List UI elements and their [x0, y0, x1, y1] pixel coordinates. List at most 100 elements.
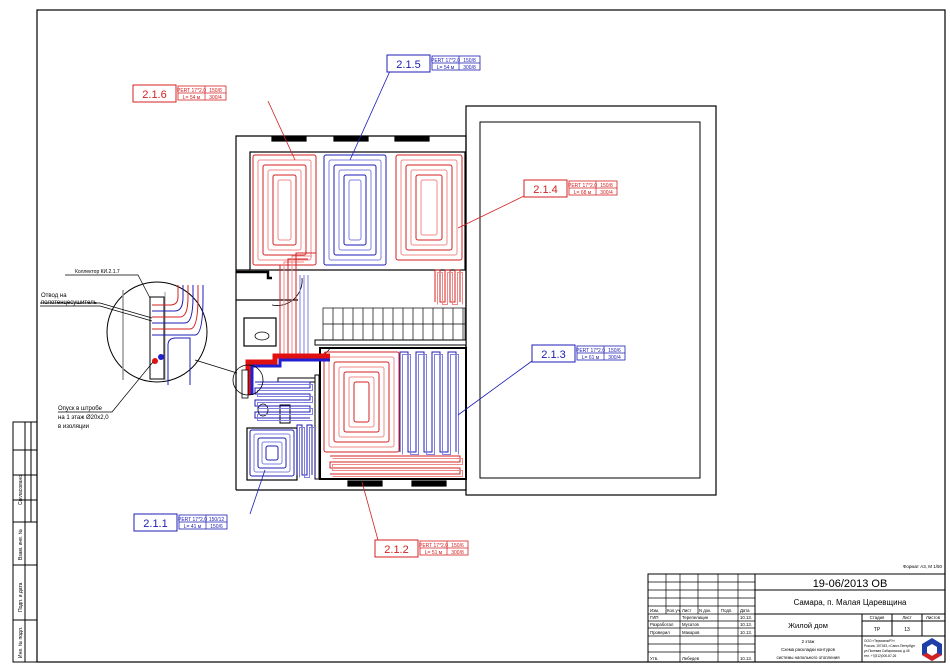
loop-id: 2.1.1 — [143, 518, 167, 530]
name: Макаров — [682, 630, 700, 635]
feed-lines — [279, 252, 316, 356]
loop-pipe: PERT 17*2,0 — [431, 58, 460, 64]
date: 10.13. — [740, 622, 752, 627]
leader-line — [361, 481, 379, 541]
object-name: Жилой дом — [788, 621, 828, 630]
title-block — [647, 573, 946, 663]
col-header: Дата — [740, 608, 750, 613]
loop-spec-1: 150/8 — [209, 88, 222, 94]
format-note: Формат А3, М 1/50 — [903, 564, 942, 569]
collector-label: Коллектор КИ.2.1.7 — [75, 269, 120, 275]
role: Проверил — [650, 630, 670, 635]
sheet-title-3: системы напольного отопления — [776, 655, 840, 660]
loop-spec-2: 300/4 — [600, 190, 613, 196]
loop-pipe: PERT 17*2,0 — [419, 543, 448, 549]
side-stamp — [12, 421, 38, 663]
loop-length: L= 54 м — [437, 65, 455, 71]
project-location: Самара, п. Малая Царевщина — [794, 598, 907, 607]
company-line: ООО «ТермоинжРУ» — [864, 639, 895, 643]
col-header: Лист — [682, 608, 691, 613]
date: 10.13. — [740, 630, 752, 635]
side-stamp-sign-date: Подп. и дата — [18, 582, 24, 612]
leader-line — [249, 469, 266, 515]
loop-pipe: PERT 17*2,0 — [568, 183, 597, 189]
loop-2-1-1-corridor — [254, 381, 313, 421]
riser-label-1: Опуск в штробе — [58, 406, 103, 412]
loop-2-1-2-pipes — [323, 351, 400, 453]
side-stamp-inv-no: Инв. № подл. — [18, 627, 24, 658]
loop-2-1-4-pipes — [395, 154, 463, 261]
loop-spec-2: 300/8 — [451, 550, 464, 556]
date: 10.13. — [740, 615, 752, 620]
sheet-title-1: 2 этаж — [802, 639, 815, 644]
loop-pipe: PERT 17*2,0 — [576, 348, 605, 354]
loop-2-1-1-corridor-2 — [296, 424, 315, 478]
detail-circle — [232, 364, 264, 396]
riser-label-3: в изоляции — [58, 424, 89, 430]
loop-length: L= 61 м — [582, 355, 600, 361]
sheet-value: 13 — [904, 627, 910, 633]
sheet-border — [36, 9, 946, 663]
col-header: Кол.уч. — [667, 608, 681, 613]
company-line: ул.Полевая Сабировская, д.45 — [864, 649, 910, 653]
loop-spec-2: 300/4 — [209, 95, 222, 101]
loop-spec-2: 300/8 — [463, 65, 476, 71]
role: Утв. — [650, 656, 658, 661]
stage-value: ТР — [874, 627, 881, 633]
loop-pipe: PERT 17*2,0 — [178, 517, 207, 523]
loop-length: L= 68 м — [574, 190, 592, 196]
col-header: N док. — [699, 608, 711, 613]
company-line: Россия, 197183, г.Санкт-Петербург — [864, 644, 916, 648]
manifold-collector — [232, 353, 330, 399]
stage-label: Стадия — [870, 615, 885, 620]
loop-spec-1: 150/6 — [451, 543, 464, 549]
adjacent-building-outer — [465, 105, 717, 496]
loop-length: L= 54 м — [183, 95, 201, 101]
project-code: 19-06/2013 OB — [813, 578, 888, 590]
title-block-text: Изм. Кол.уч. Лист N док. Подп. Дата ГИП … — [650, 578, 941, 661]
loop-spec-1: 150/12 — [209, 517, 225, 523]
loop-id: 2.1.2 — [384, 544, 408, 556]
sheet-title-2: Схема раскладки контуров — [781, 647, 835, 652]
company-line: тел. +7(812)000-87-26 — [864, 654, 897, 658]
towel-dryer-label-2: полотенцесушитель — [41, 300, 97, 306]
loop-id: 2.1.6 — [142, 89, 166, 101]
name: Мусатов — [682, 622, 699, 627]
company-logo — [922, 638, 942, 661]
loop-2-1-3-pipes — [399, 351, 459, 455]
loop-2-1-5-pipes — [323, 154, 387, 266]
leader-line — [457, 195, 525, 229]
side-stamp-replaces: Взам. инв. № — [18, 529, 24, 560]
leader-line — [267, 100, 296, 161]
loop-length: L= 41 м — [184, 524, 202, 530]
leader-line — [457, 360, 533, 416]
loop-pipe: PERT 17*2,0 — [177, 88, 206, 94]
staircase — [322, 307, 466, 341]
adjacent-building-inner — [479, 121, 701, 479]
collector-detail — [106, 281, 238, 385]
heating-pipes — [249, 154, 463, 478]
col-header: Изм. — [650, 608, 659, 613]
loop-id: 2.1.5 — [396, 59, 420, 71]
loop-2-1-2-bottom — [329, 455, 463, 477]
loop-spec-2: 300/4 — [608, 355, 621, 361]
loop-id: 2.1.4 — [533, 184, 557, 196]
loop-spec-2: 150/6 — [210, 524, 223, 530]
date: 10.13. — [740, 656, 752, 661]
leader-line — [349, 70, 391, 161]
role: Разработал — [650, 622, 674, 627]
loop-spec-1: 150/6 — [608, 348, 621, 354]
role: ГИП — [650, 615, 659, 620]
callout-leaders — [40, 274, 154, 413]
loop-id: 2.1.3 — [541, 349, 565, 361]
loop-2-1-1-pipes — [249, 429, 295, 477]
loop-2-1-6-pipes — [252, 154, 317, 266]
